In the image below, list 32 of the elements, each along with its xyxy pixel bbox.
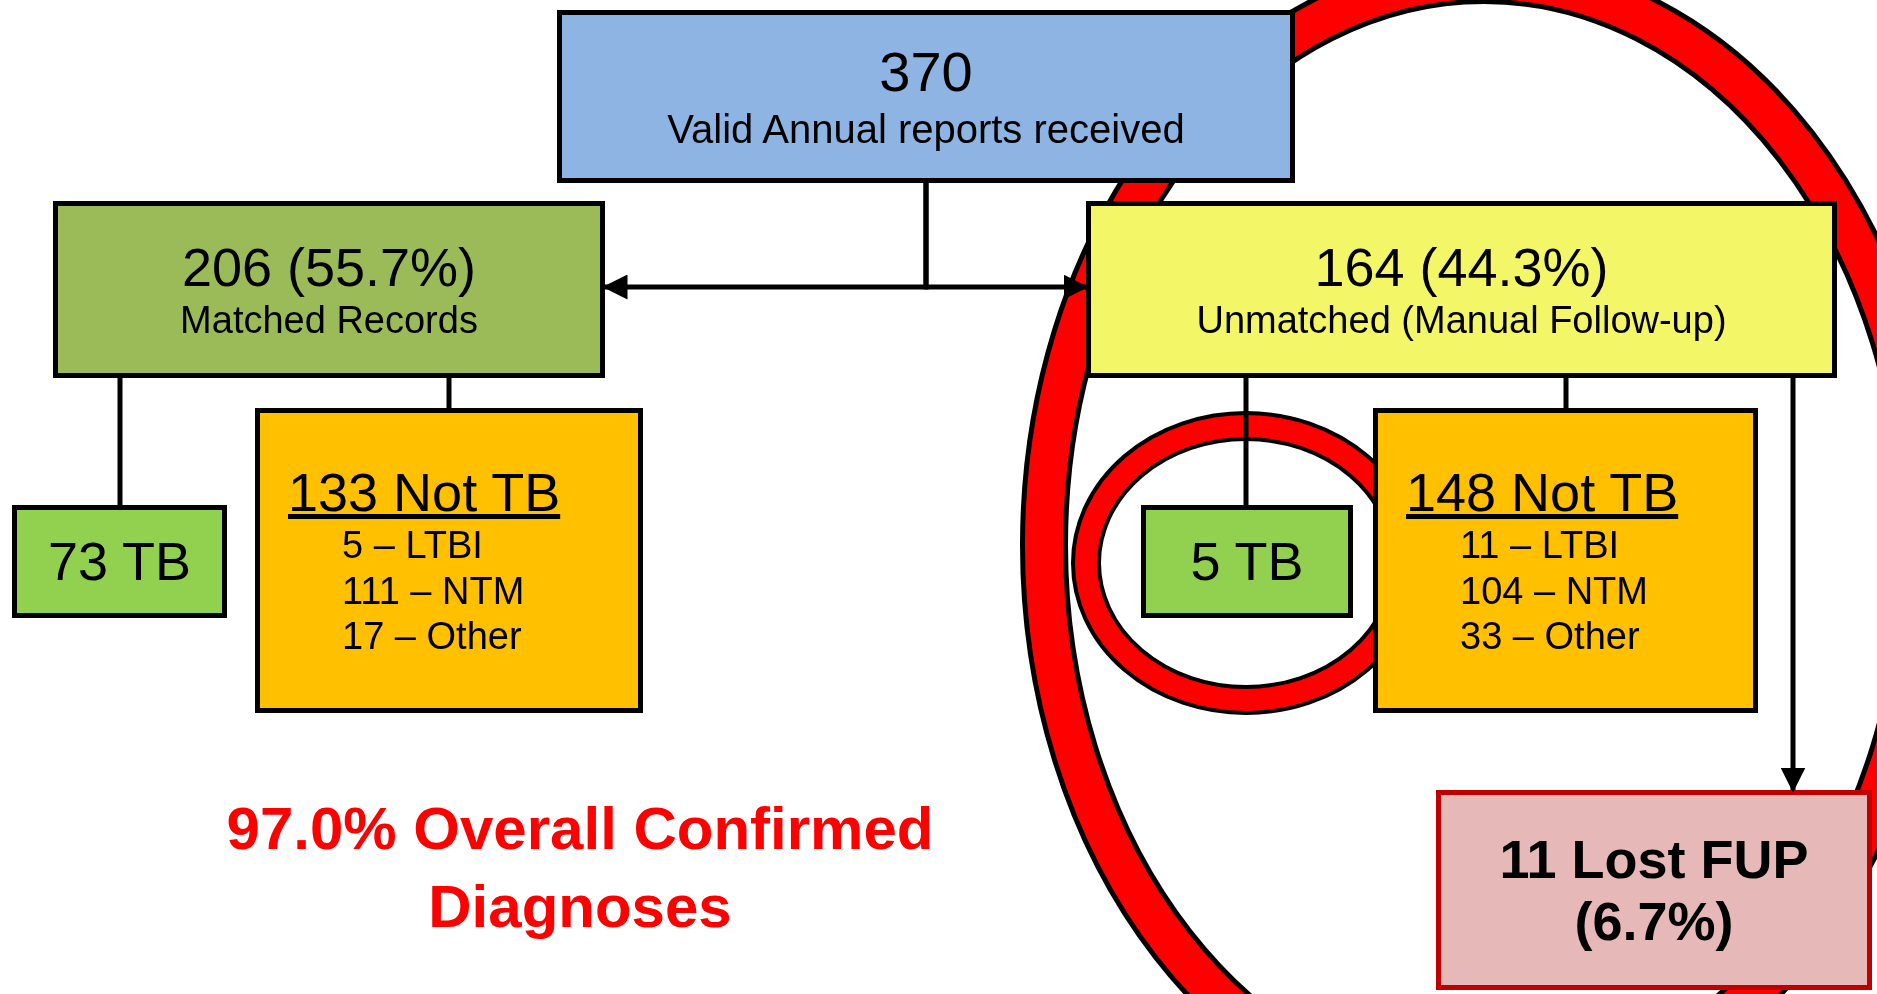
connector-line	[117, 378, 123, 505]
category-box	[255, 408, 643, 713]
count-text: 164 (44.3%)	[1314, 235, 1609, 298]
list-item: 33 – Other	[1460, 614, 1640, 660]
description-text: Valid Annual reports received	[667, 105, 1185, 153]
count-text: 370	[879, 40, 973, 105]
list-item: 104 – NTM	[1460, 568, 1648, 614]
result-box	[1141, 505, 1353, 618]
process-box	[557, 10, 1295, 183]
heading-text: 148 Not TB	[1406, 461, 1679, 524]
list-item: 5 – LTBI	[342, 523, 483, 569]
heading-text: 133 Not TB	[288, 461, 561, 524]
outcome-box	[1436, 790, 1872, 990]
list-item: 11 – LTBI	[1460, 523, 1620, 569]
outcome-text: 11 Lost FUP (6.7%)	[1498, 827, 1810, 953]
count-text: 73 TB	[47, 530, 192, 593]
arrow	[1780, 378, 1806, 793]
summary-note: 97.0% Overall Confirmed Diagnoses	[225, 794, 935, 942]
connector-line	[446, 378, 452, 408]
list-item: 111 – NTM	[342, 568, 525, 614]
connector-line	[1563, 378, 1569, 408]
process-box	[53, 201, 605, 378]
count-text: 5 TB	[1190, 530, 1304, 593]
arrow	[923, 183, 1089, 300]
category-box	[1373, 408, 1758, 713]
description-text: Unmatched (Manual Follow-up)	[1196, 297, 1727, 343]
connector-line	[1243, 378, 1249, 505]
result-box	[12, 505, 227, 618]
list-item: 17 – Other	[342, 614, 522, 660]
process-box	[1086, 201, 1837, 378]
description-text: Matched Records	[180, 297, 478, 343]
count-text: 206 (55.7%)	[181, 235, 477, 298]
